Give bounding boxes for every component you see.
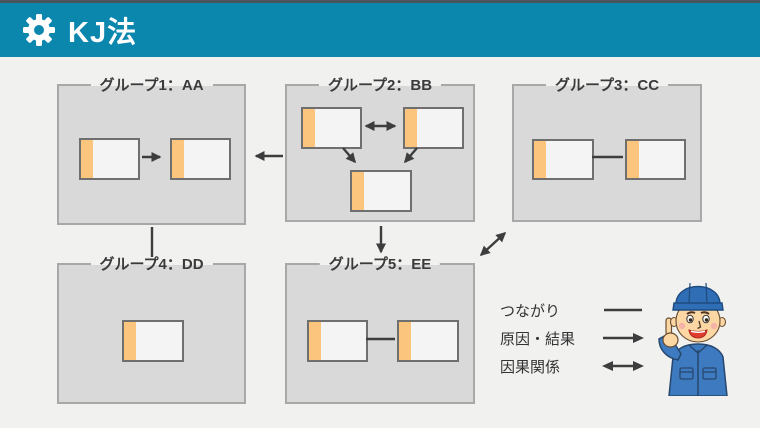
group-5-box: グループ5：EE xyxy=(285,254,475,404)
group-3-box: グループ3：CC xyxy=(512,75,702,222)
idea-card xyxy=(397,320,459,362)
page-title: KJ法 xyxy=(68,17,138,49)
legend-item-causal-relation: 因果関係 xyxy=(500,352,646,380)
card-label-stripe xyxy=(81,140,93,178)
card-label-stripe xyxy=(309,322,321,360)
card-label-stripe xyxy=(124,322,136,360)
legend-item-cause-effect: 原因・結果 xyxy=(500,324,646,352)
group-4-box: グループ4：DD xyxy=(57,254,246,404)
idea-card xyxy=(350,170,412,212)
card-label-stripe xyxy=(352,172,364,210)
legend-item-connection: つながり xyxy=(500,296,646,324)
card-label-stripe xyxy=(627,141,639,178)
idea-card xyxy=(625,139,686,180)
single-arrow-icon xyxy=(603,333,644,343)
group-4-label: グループ4：DD xyxy=(90,254,213,276)
idea-card xyxy=(122,320,184,362)
idea-card xyxy=(403,107,464,149)
group-5-label: グループ5：EE xyxy=(319,254,441,276)
legend-label: 原因・結果 xyxy=(500,330,576,348)
legend-label: 因果関係 xyxy=(500,358,561,376)
idea-card xyxy=(532,139,594,180)
card-label-stripe xyxy=(303,109,315,147)
group-1-label: グループ1：AA xyxy=(90,75,213,97)
header-bar: KJ法 xyxy=(0,3,760,57)
legend: つながり 原因・結果 因果関係 xyxy=(500,296,646,380)
card-label-stripe xyxy=(534,141,546,178)
gear-icon xyxy=(23,14,55,46)
group-2-label: グループ2：BB xyxy=(318,75,442,97)
group-3-label: グループ3：CC xyxy=(545,75,669,97)
idea-card xyxy=(79,138,140,180)
card-label-stripe xyxy=(172,140,184,178)
card-label-stripe xyxy=(405,109,417,147)
double-arrow-icon xyxy=(602,361,644,371)
plain-line-icon xyxy=(604,308,642,312)
worker-character-illustration xyxy=(658,282,728,396)
legend-label: つながり xyxy=(500,302,561,320)
idea-card xyxy=(307,320,368,362)
idea-card xyxy=(170,138,231,180)
group-2-box: グループ2：BB xyxy=(285,75,475,222)
idea-card xyxy=(301,107,362,149)
group-1-box: グループ1：AA xyxy=(57,75,246,225)
double-arrow-group3-group5 xyxy=(479,231,507,257)
window-top-edge xyxy=(0,0,760,3)
card-label-stripe xyxy=(399,322,411,360)
